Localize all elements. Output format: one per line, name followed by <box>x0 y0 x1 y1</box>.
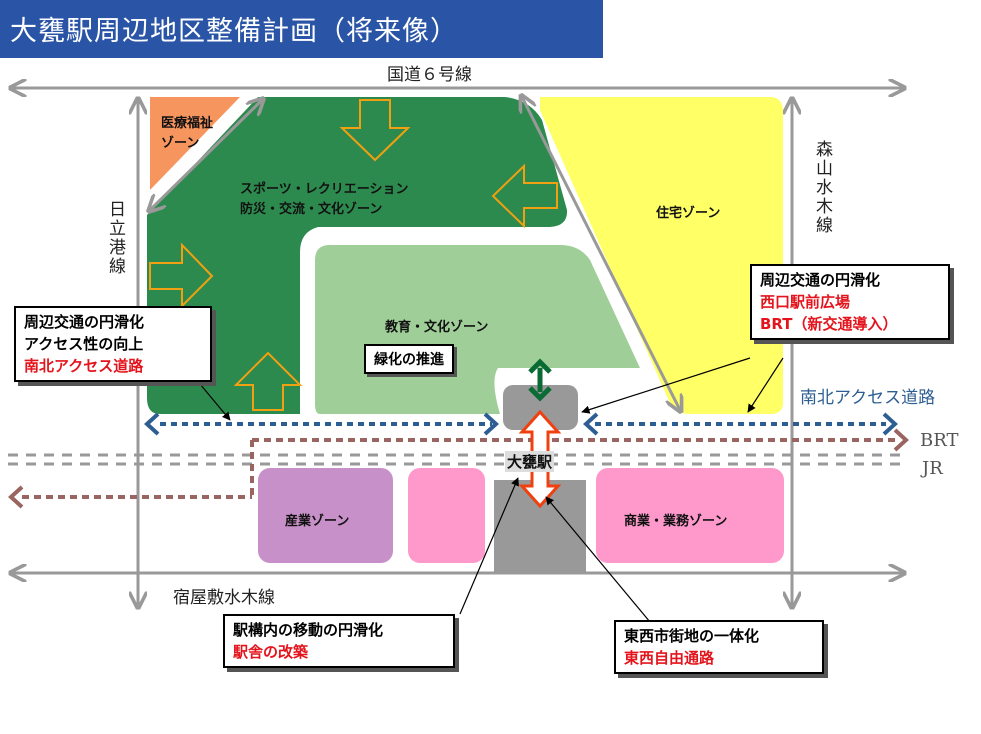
residential-zone-label: 住宅ゾーン <box>656 206 721 221</box>
station-label: 大甕駅 <box>505 451 555 472</box>
sports-zone-label-2: 防災・交流・文化ゾーン <box>240 202 383 217</box>
callout-left-line1: 周辺交通の円滑化 <box>24 313 145 331</box>
medical-zone-label-2: ゾーン <box>161 136 200 151</box>
greening-label: 緑化の推進 <box>364 344 454 374</box>
page-title: 大甕駅周辺地区整備計画（将来像） <box>10 16 458 47</box>
arrow-up-icon <box>233 351 303 411</box>
callout-left: 周辺交通の円滑化 アクセス性の向上 南北アクセス道路 <box>14 306 212 382</box>
callout-ew: 東西市街地の一体化 東西自由通路 <box>614 620 824 674</box>
medical-zone-label-1: 医療福祉 <box>161 116 214 131</box>
arrow-right-icon <box>149 242 214 309</box>
commerce-zone <box>596 468 784 563</box>
education-zone-label: 教育・文化ゾーン <box>385 320 489 335</box>
commerce-zone-label: 商業・業務ゾーン <box>624 514 728 529</box>
arrow-down-icon <box>339 99 411 162</box>
arrow-left-icon <box>491 163 558 229</box>
callout-station: 駅構内の移動の円滑化 駅舎の改築 <box>223 614 455 668</box>
brt-label: BRT <box>920 430 959 451</box>
industry-zone <box>258 468 393 563</box>
callout-station-line1: 駅構内の移動の円滑化 <box>233 621 384 639</box>
callout-right-line2: 西口駅前広場 <box>760 293 851 311</box>
callout-ew-line2: 東西自由通路 <box>624 649 715 667</box>
road-label-bottom: 宿屋敷水木線 <box>173 588 275 608</box>
sports-zone-label-1: スポーツ・レクリエーション <box>240 182 409 197</box>
callout-station-line2: 駅舎の改築 <box>233 643 309 661</box>
callout-left-line3: 南北アクセス道路 <box>24 357 144 375</box>
callout-left-line2: アクセス性の向上 <box>24 335 144 353</box>
road-label-left: 日立港線 <box>105 200 125 276</box>
callout-right-line1: 周辺交通の円滑化 <box>760 271 881 289</box>
jr-label: JR <box>922 458 943 479</box>
ns-access-label: 南北アクセス道路 <box>800 388 936 408</box>
pink-zone-small <box>408 468 485 563</box>
road-label-top: 国道６号線 <box>387 65 472 85</box>
road-label-right: 森山水木線 <box>812 140 832 235</box>
callout-right: 周辺交通の円滑化 西口駅前広場 BRT（新交通導入） <box>750 264 950 340</box>
callout-ew-line1: 東西市街地の一体化 <box>624 627 760 645</box>
title-bar: 大甕駅周辺地区整備計画（将来像） <box>0 0 603 58</box>
industry-zone-label: 産業ゾーン <box>285 514 350 529</box>
callout-right-line3: BRT（新交通導入） <box>760 315 898 333</box>
